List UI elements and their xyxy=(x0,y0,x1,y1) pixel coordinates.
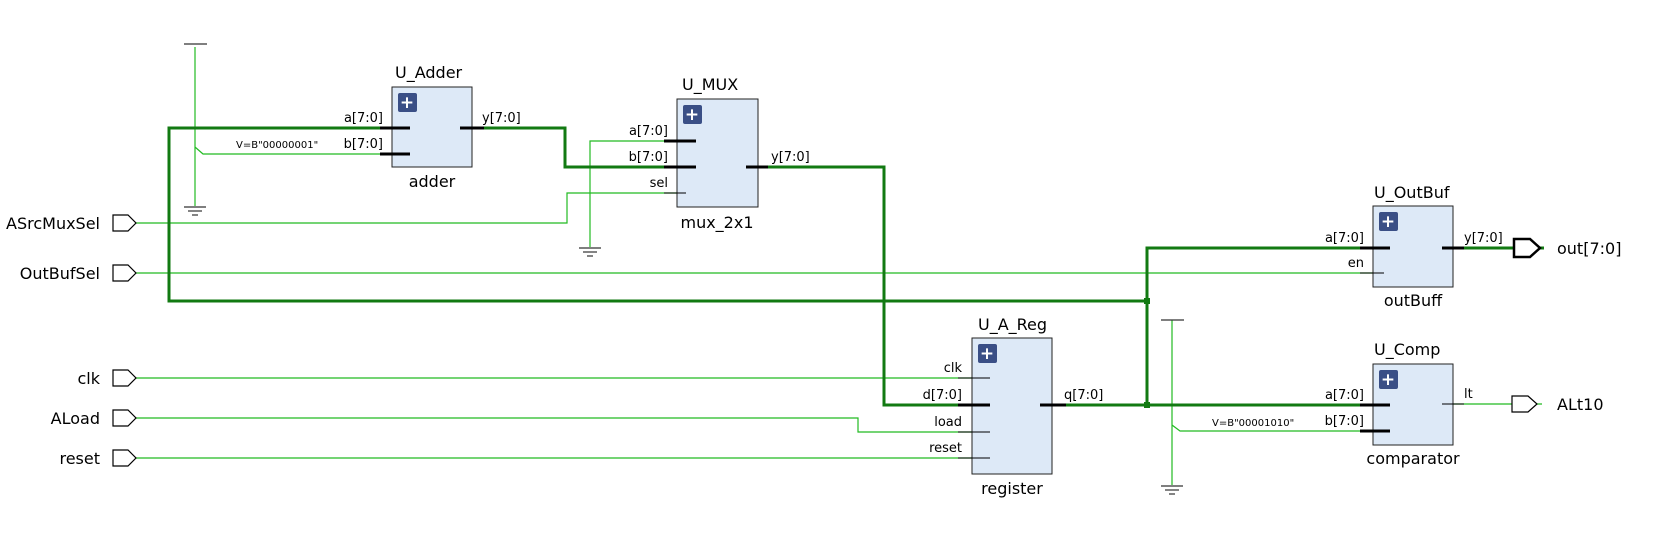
port-label: out[7:0] xyxy=(1557,239,1621,258)
bus-to-outbuf[interactable] xyxy=(1145,246,1384,405)
wire-asrcmuxsel[interactable] xyxy=(132,192,686,224)
block-u-comp[interactable]: U_Comp + a[7:0] b[7:0] lt comparator xyxy=(1325,340,1473,468)
wire-comp-const[interactable] xyxy=(1171,320,1382,485)
block-module-name: register xyxy=(981,479,1043,498)
pin-label: y[7:0] xyxy=(482,111,521,126)
block-instance-name: U_Adder xyxy=(395,63,463,83)
plus-icon: + xyxy=(1381,370,1395,390)
input-port-clk[interactable]: clk xyxy=(77,369,137,388)
wire-mux-a-gnd[interactable] xyxy=(589,140,696,247)
block-module-name: comparator xyxy=(1366,449,1460,468)
pin-label: y[7:0] xyxy=(1464,231,1503,246)
junction-dot xyxy=(1144,298,1150,304)
block-instance-name: U_A_Reg xyxy=(978,315,1047,335)
pin-label: en xyxy=(1348,256,1364,271)
pin-label: sel xyxy=(650,176,668,191)
expand-button[interactable] xyxy=(1379,370,1398,389)
pin-label: a[7:0] xyxy=(1325,231,1364,246)
block-u-a-reg[interactable]: U_A_Reg + clk d[7:0] load reset q[7:0] r… xyxy=(923,315,1104,498)
pin-label: b[7:0] xyxy=(344,137,383,152)
plus-icon: + xyxy=(1381,212,1395,232)
port-label: ASrcMuxSel xyxy=(6,214,100,233)
pin-label: b[7:0] xyxy=(629,150,668,165)
pin-label: d[7:0] xyxy=(923,388,962,403)
port-label: OutBufSel xyxy=(20,264,100,283)
block-module-name: outBuff xyxy=(1384,291,1443,310)
pin-label: load xyxy=(934,415,962,430)
expand-button[interactable] xyxy=(1379,212,1398,231)
block-instance-name: U_OutBuf xyxy=(1374,183,1450,203)
block-u-outbuf[interactable]: U_OutBuf + a[7:0] en y[7:0] outBuff xyxy=(1325,183,1503,310)
comp-constant-label: V=B"00001010" xyxy=(1212,418,1294,429)
block-instance-name: U_MUX xyxy=(682,75,738,95)
output-port-out[interactable]: out[7:0] xyxy=(1512,237,1621,259)
pin-label: a[7:0] xyxy=(344,111,383,126)
block-module-name: adder xyxy=(409,172,456,191)
plus-icon: + xyxy=(980,344,994,364)
port-label: ALoad xyxy=(51,409,100,428)
output-port-alt10[interactable]: ALt10 xyxy=(1511,395,1604,414)
block-instance-name: U_Comp xyxy=(1374,340,1440,360)
junction-dot xyxy=(1144,402,1150,408)
input-port-asrcmuxsel[interactable]: ASrcMuxSel xyxy=(6,214,137,233)
pin-label: a[7:0] xyxy=(629,124,668,139)
plus-icon: + xyxy=(685,105,699,125)
block-u-mux[interactable]: U_MUX + a[7:0] b[7:0] sel y[7:0] mux_2x1 xyxy=(629,75,810,233)
pin-label: lt xyxy=(1464,387,1473,402)
pin-label: reset xyxy=(929,441,962,456)
port-label: ALt10 xyxy=(1557,395,1604,414)
pin-label: y[7:0] xyxy=(771,150,810,165)
bus-feedback[interactable] xyxy=(167,126,1147,303)
ground-symbol xyxy=(184,206,206,216)
port-label: reset xyxy=(59,449,100,468)
bus-mux-to-reg[interactable] xyxy=(762,165,990,407)
pin-label: b[7:0] xyxy=(1325,414,1364,429)
ground-symbol xyxy=(1161,485,1183,495)
plus-icon: + xyxy=(400,93,414,113)
input-port-reset[interactable]: reset xyxy=(59,449,137,468)
ground-symbol xyxy=(579,247,601,257)
block-u-adder[interactable]: U_Adder + a[7:0] b[7:0] y[7:0] adder xyxy=(344,63,521,191)
wire-aload[interactable] xyxy=(132,417,990,433)
block-module-name: mux_2x1 xyxy=(680,213,753,233)
expand-button[interactable] xyxy=(978,344,997,363)
bus-adder-to-mux[interactable] xyxy=(472,126,696,169)
adder-constant-label: V=B"00000001" xyxy=(236,140,318,151)
pin-label: a[7:0] xyxy=(1325,388,1364,403)
pin-label: clk xyxy=(944,361,963,376)
expand-button[interactable] xyxy=(683,105,702,124)
input-port-outbufsel[interactable]: OutBufSel xyxy=(20,264,137,283)
port-label: clk xyxy=(77,369,100,388)
input-port-aload[interactable]: ALoad xyxy=(51,409,137,428)
pin-label: q[7:0] xyxy=(1064,388,1103,403)
expand-button[interactable] xyxy=(398,93,417,112)
